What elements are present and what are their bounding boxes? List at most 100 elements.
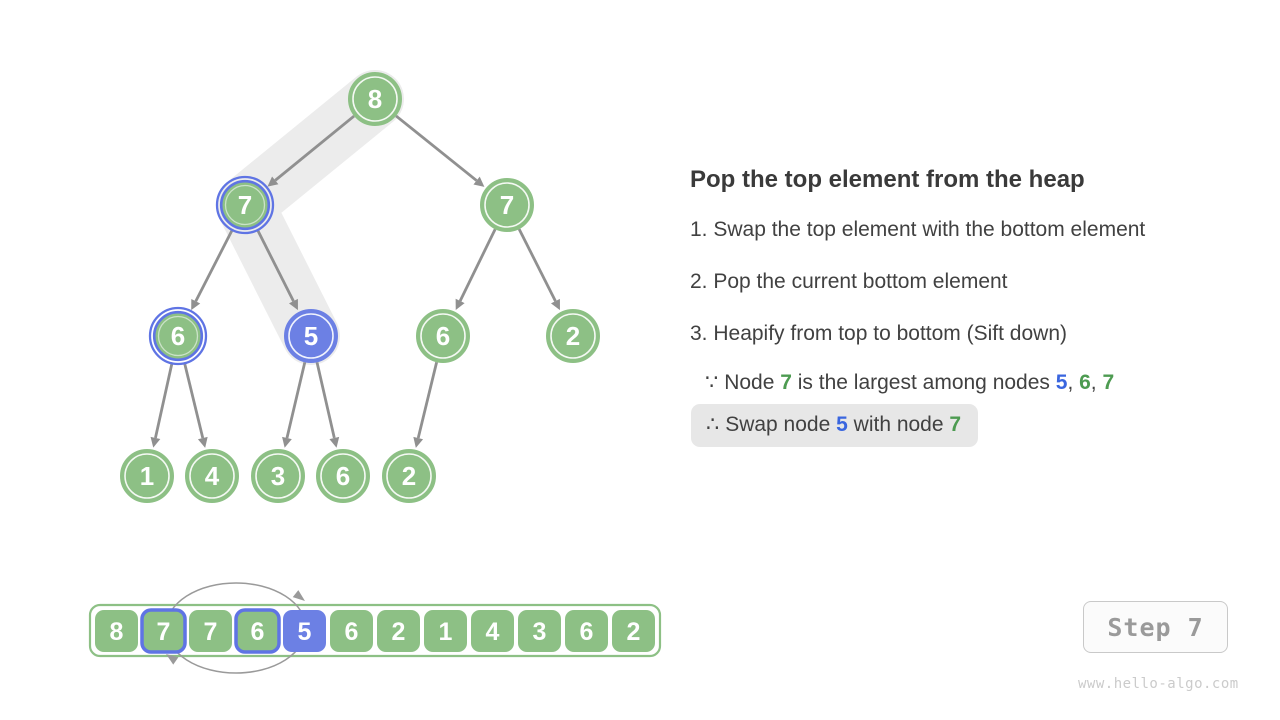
- instruction-step-3: 3. Heapify from top to bottom (Sift down…: [690, 322, 1067, 345]
- tree-edge: [285, 361, 307, 439]
- tree-node-inner-ring: [189, 453, 235, 499]
- array-cell: [330, 610, 373, 652]
- swap-arrowhead-icon: [292, 590, 305, 601]
- tree-node: [219, 179, 271, 231]
- tree-edge: [255, 228, 295, 302]
- array-cell-value: 2: [627, 618, 641, 646]
- edge-arrowhead-icon: [150, 436, 161, 448]
- tree-node-value: 6: [171, 321, 185, 351]
- tree-node-value: 7: [500, 190, 514, 220]
- tree-edge: [274, 114, 355, 182]
- edge-arrowhead-icon: [191, 299, 201, 311]
- text-segment: ∴ Swap node: [706, 413, 837, 436]
- array-cell-value: 5: [298, 618, 312, 646]
- text-segment: with node: [847, 413, 950, 436]
- tree-edge: [517, 228, 557, 302]
- array-cell: [518, 610, 561, 652]
- text-segment: 7: [1102, 371, 1115, 394]
- tree-edge: [416, 361, 438, 439]
- array-cell-value: 1: [439, 618, 453, 646]
- tree-node-inner-ring: [288, 313, 334, 359]
- tree-node-value: 6: [436, 321, 450, 351]
- tree-edge: [194, 228, 234, 302]
- edge-arrowhead-icon: [413, 436, 424, 448]
- array-cell-value: 4: [486, 618, 500, 646]
- text-segment: ,: [1090, 371, 1103, 394]
- tree-edge: [458, 228, 497, 302]
- tree-node-inner-ring: [386, 453, 432, 499]
- tree-node: [185, 449, 239, 503]
- array-cell: [377, 610, 420, 652]
- edge-arrowhead-icon: [455, 298, 465, 310]
- array-cell: [471, 610, 514, 652]
- text-segment: ∵ Node: [705, 371, 781, 394]
- edge-arrowhead-icon: [329, 436, 340, 448]
- tree-node-value: 8: [368, 84, 382, 114]
- array-cell: [612, 610, 655, 652]
- edge-arrowhead-icon: [288, 298, 298, 311]
- tree-node-value: 3: [271, 461, 285, 491]
- page-title: Pop the top element from the heap: [690, 166, 1085, 193]
- array-cell: [189, 610, 232, 652]
- tree-node-value: 7: [238, 190, 252, 220]
- tree-node: [120, 449, 174, 503]
- tree-edge: [183, 361, 205, 439]
- edge-arrowhead-icon: [197, 436, 208, 448]
- tree-node-outer-ring: [148, 306, 208, 366]
- text-segment: 5: [836, 413, 848, 436]
- array-cell-value: 3: [533, 618, 547, 646]
- tree-node-inner-ring: [484, 182, 530, 228]
- tree-node-inner-ring: [157, 315, 199, 357]
- tree-edge: [395, 114, 478, 182]
- tree-node-inner-ring: [255, 453, 301, 499]
- tree-node-inner-ring: [224, 184, 266, 226]
- array-cell-value: 7: [157, 618, 171, 646]
- tree-node: [546, 309, 600, 363]
- tree-node-value: 1: [140, 461, 154, 491]
- array-cell-value: 8: [110, 618, 124, 646]
- array-cell: [283, 610, 326, 652]
- step-button[interactable]: Step 7: [1083, 601, 1228, 653]
- tree-node-inner-ring: [320, 453, 366, 499]
- tree-node-value: 5: [304, 321, 318, 351]
- text-segment: 5: [1055, 371, 1068, 394]
- tree-node-inner-ring: [124, 453, 170, 499]
- tree-node: [152, 310, 204, 362]
- tree-node: [284, 309, 338, 363]
- tree-node-inner-ring: [550, 313, 596, 359]
- tree-node-outer-ring: [215, 175, 275, 235]
- instruction-step-1: 1. Swap the top element with the bottom …: [690, 218, 1146, 241]
- tree-node-value: 2: [566, 321, 580, 351]
- tree-edge: [154, 362, 174, 439]
- instruction-step-2: 2. Pop the current bottom element: [690, 270, 1008, 293]
- tree-node: [251, 449, 305, 503]
- array-cell-value: 6: [251, 618, 265, 646]
- conclusion-box: ∴ Swap node 5 with node 7: [691, 404, 979, 447]
- array-cell-value: 2: [392, 618, 406, 646]
- text-segment: 7: [780, 371, 792, 394]
- edge-arrowhead-icon: [550, 298, 560, 311]
- array-cell: [424, 610, 467, 652]
- tree-node: [316, 449, 370, 503]
- array-cell: [95, 610, 138, 652]
- tree-node-inner-ring: [420, 313, 466, 359]
- text-segment: 7: [949, 413, 962, 436]
- tree-node: [416, 309, 470, 363]
- array-cell-value: 6: [580, 618, 594, 646]
- tree-node-value: 2: [402, 461, 416, 491]
- tree-edge: [315, 362, 336, 439]
- tree-node-inner-ring: [352, 76, 398, 122]
- text-segment: 6: [1079, 371, 1091, 394]
- array-cell: [234, 608, 281, 654]
- watermark: www.hello-algo.com: [1078, 676, 1239, 692]
- tree-node: [480, 178, 534, 232]
- array-cell: [565, 610, 608, 652]
- text-segment: ,: [1067, 371, 1080, 394]
- swap-arrowhead-icon: [166, 654, 179, 665]
- tree-node: [348, 72, 402, 126]
- edge-arrowhead-icon: [473, 176, 485, 187]
- edge-arrowhead-icon: [267, 176, 279, 187]
- text-segment: is the largest among nodes: [791, 371, 1056, 394]
